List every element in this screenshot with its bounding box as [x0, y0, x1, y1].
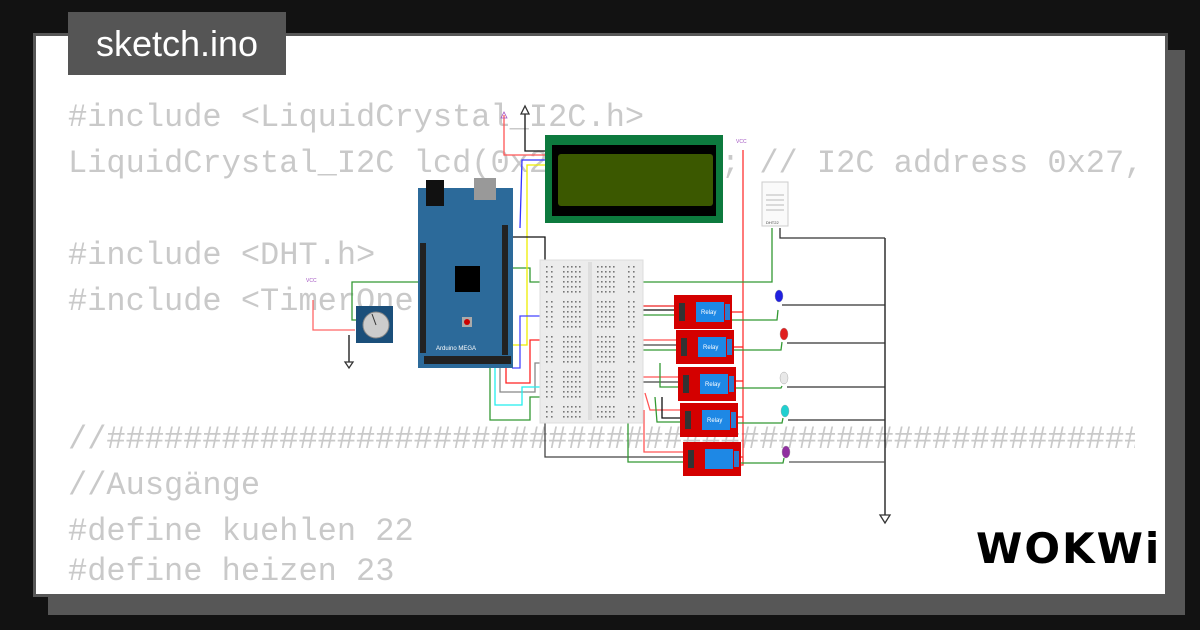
code-line: LiquidCrystal_I2C lcd(0x27, 20, 4); // I… — [68, 145, 1135, 182]
wokwi-logo: WOKWi — [976, 524, 1162, 573]
code-line — [68, 325, 1135, 371]
code-line: //Ausgänge — [68, 467, 261, 504]
code-line: #include <DHT.h> — [68, 237, 376, 274]
code-line — [68, 187, 1135, 233]
code-line: #include <TimerOne.h> — [68, 283, 472, 320]
code-line: //######################################… — [68, 421, 1135, 458]
file-tab-title: sketch.ino — [68, 12, 286, 75]
code-line: #define kuehlen 22 — [68, 513, 414, 550]
code-line: #include <LiquidCrystal_I2C.h> — [68, 99, 645, 136]
code-line: #define heizen 23 — [68, 553, 395, 590]
code-line — [68, 371, 1135, 417]
